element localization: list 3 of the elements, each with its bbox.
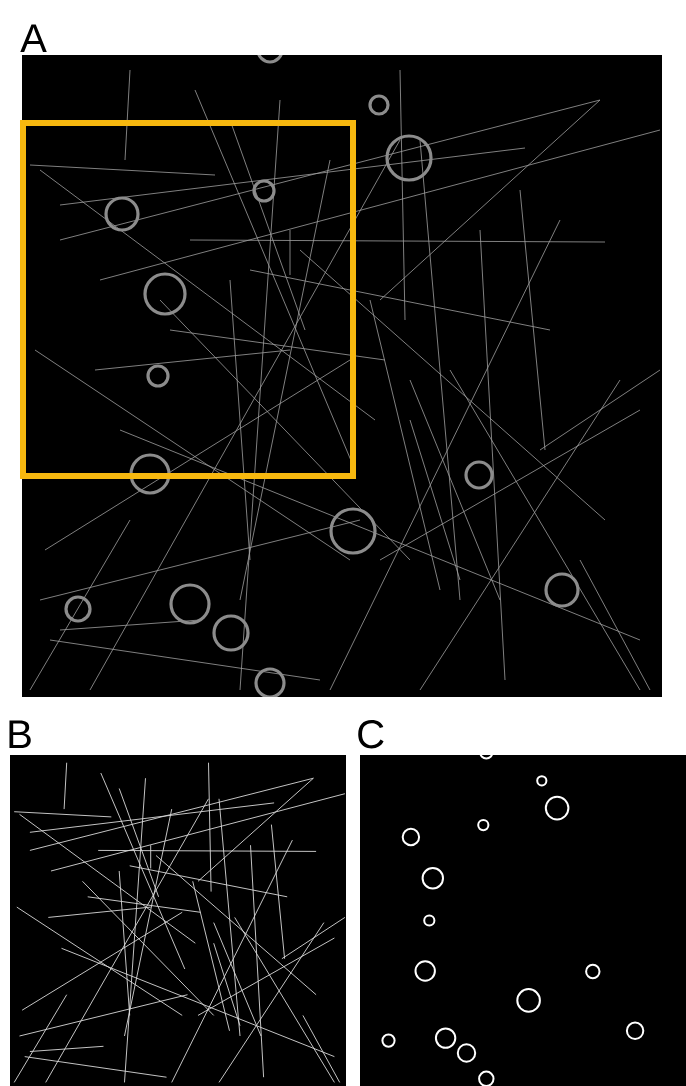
panel-label: B [9, 720, 31, 748]
panel-label: A [20, 24, 47, 52]
panel-label: C [358, 720, 384, 749]
